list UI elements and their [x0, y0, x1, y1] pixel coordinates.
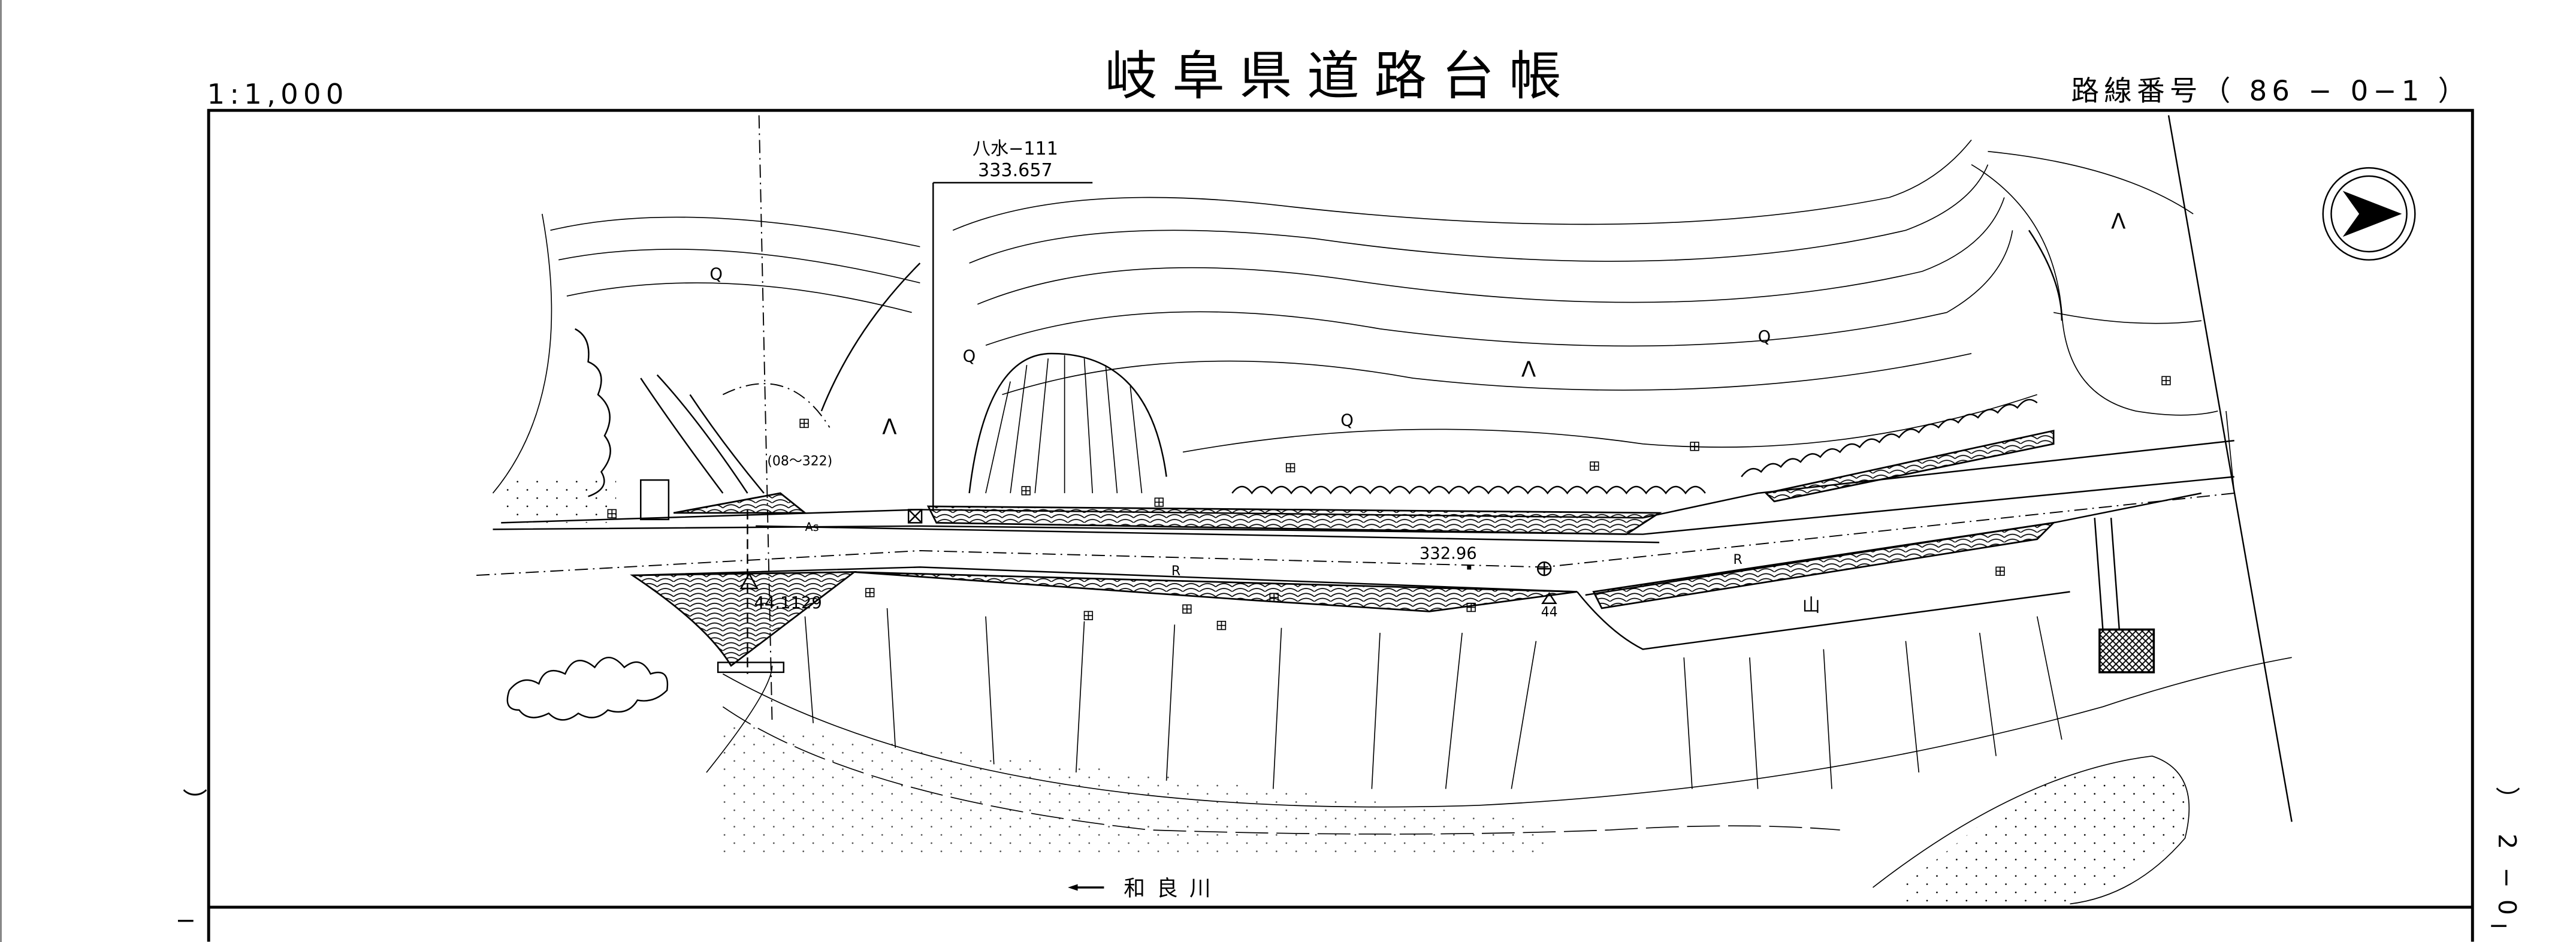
svg-text:和良川: 和良川 — [1124, 877, 1222, 901]
benchmark-label: 八水−111 333.657 — [973, 138, 1058, 181]
orchard-symbol: Q — [963, 348, 976, 366]
svg-text:2: 2 — [2493, 834, 2521, 849]
orchard-symbol: Q — [1340, 412, 1354, 430]
svg-text:332.96: 332.96 — [1420, 545, 1477, 563]
benchmark-marker — [907, 509, 923, 524]
retaining-walls — [501, 430, 2155, 674]
svg-text:44: 44 — [1541, 605, 1558, 620]
left-margin-text: ） − — [176, 788, 209, 934]
station-marker: 44 — [1541, 592, 1558, 620]
north-arrow-icon — [2322, 167, 2416, 261]
benchmark-elevation: 333.657 — [978, 160, 1053, 181]
route-number: 路線番号（ 86 − 0−1 ） — [2071, 75, 2471, 107]
right-margin-text: ） 2 − 0 − — [2489, 786, 2521, 939]
structure-block — [2098, 628, 2155, 674]
building-outline — [640, 479, 670, 521]
contour-lines — [492, 115, 2293, 822]
retaining-wall-label: R — [1734, 552, 1743, 567]
surface-label: As — [805, 520, 819, 534]
triangulation-point: 44.1129 — [739, 572, 822, 612]
svg-text:）: ） — [2493, 786, 2521, 811]
scale-label: 1:1,000 — [207, 78, 348, 110]
field-symbol: Λ — [882, 415, 897, 439]
road-elevation: 332.96 — [1420, 545, 1552, 576]
field-symbol: Λ — [1521, 357, 1536, 382]
svg-text:−: − — [176, 906, 196, 935]
orchard-symbol: Q — [709, 265, 723, 284]
svg-text:−: − — [2493, 867, 2521, 887]
benchmark-name: 八水−111 — [973, 138, 1058, 159]
point-label: 44.1129 — [754, 594, 822, 612]
creek — [640, 230, 2063, 494]
building-symbols — [607, 376, 2171, 630]
svg-text:0: 0 — [2493, 899, 2521, 915]
retaining-wall-label: R — [1171, 564, 1180, 579]
page-edge — [0, 0, 2, 942]
orchard-symbol: Q — [1758, 328, 1771, 346]
sheet-title: 岐阜県道路台帳 — [1105, 46, 1577, 107]
river-label: 和良川 — [1068, 877, 1222, 901]
map-frame — [207, 108, 2474, 942]
river — [722, 706, 2190, 905]
svg-text:）: ） — [180, 788, 209, 813]
field-symbol: Λ — [2111, 210, 2126, 234]
vegetation-edges — [506, 328, 2038, 721]
forest-symbol: 山 — [1802, 595, 1820, 616]
svg-text:−: − — [2489, 911, 2509, 940]
range-label: (08～322) — [767, 454, 832, 469]
